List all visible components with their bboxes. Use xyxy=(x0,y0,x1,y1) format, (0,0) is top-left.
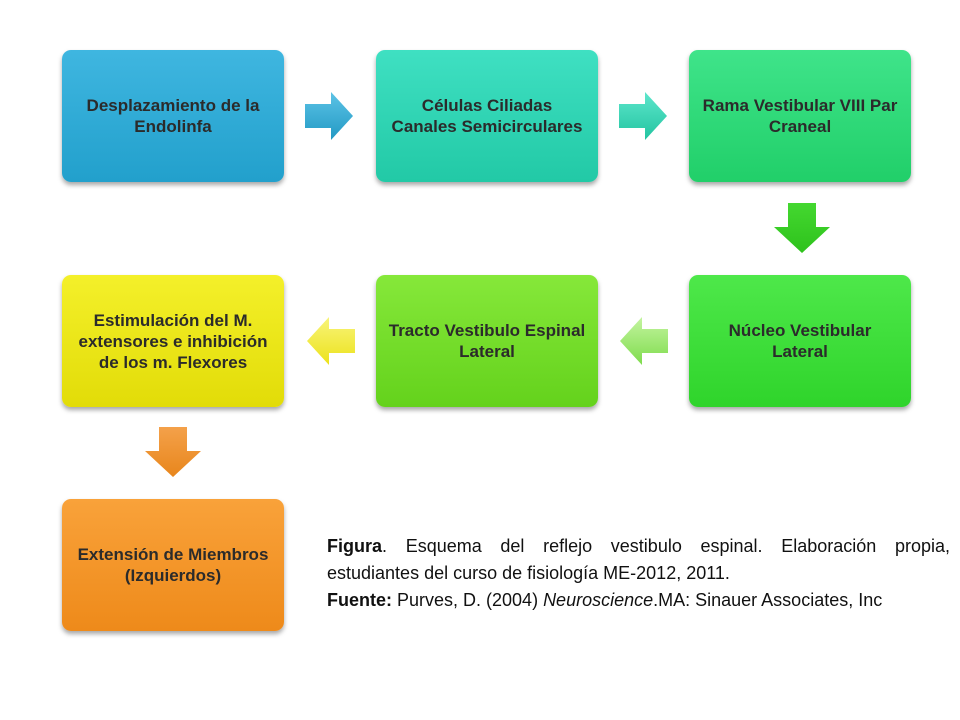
caption-source-line: Fuente: Purves, D. (2004) Neuroscience.M… xyxy=(327,587,950,614)
caption-figure-text: . Esquema del reflejo vestibulo espinal.… xyxy=(327,536,950,583)
caption-source-label: Fuente: xyxy=(327,590,392,610)
node-rama-vestibular: Rama Vestibular VIII Par Craneal xyxy=(689,50,911,182)
node-estimulacion-extensores: Estimulación del M. extensores e inhibic… xyxy=(62,275,284,407)
node-desplazamiento-endolinfa: Desplazamiento de la Endolinfa xyxy=(62,50,284,182)
node-tracto-vestibulo-espinal: Tracto Vestibulo Espinal Lateral xyxy=(376,275,598,407)
right-arrow-icon xyxy=(619,92,667,140)
left-arrow-icon xyxy=(620,317,668,365)
right-arrow-icon xyxy=(305,92,353,140)
caption-figure-line: Figura. Esquema del reflejo vestibulo es… xyxy=(327,533,950,587)
caption-source-post: .MA: Sinauer Associates, Inc xyxy=(653,590,883,610)
node-nucleo-vestibular: Núcleo Vestibular Lateral xyxy=(689,275,911,407)
node-celulas-ciliadas: Células Ciliadas Canales Semicirculares xyxy=(376,50,598,182)
figure-caption: Figura. Esquema del reflejo vestibulo es… xyxy=(327,533,950,614)
caption-source-title: Neuroscience xyxy=(543,590,654,610)
left-arrow-icon xyxy=(307,317,355,365)
caption-source-pre: Purves, D. (2004) xyxy=(392,590,544,610)
down-arrow-icon xyxy=(145,427,201,477)
caption-figure-label: Figura xyxy=(327,536,383,556)
node-extension-miembros: Extensión de Miembros (Izquierdos) xyxy=(62,499,284,631)
down-arrow-icon xyxy=(774,203,830,253)
